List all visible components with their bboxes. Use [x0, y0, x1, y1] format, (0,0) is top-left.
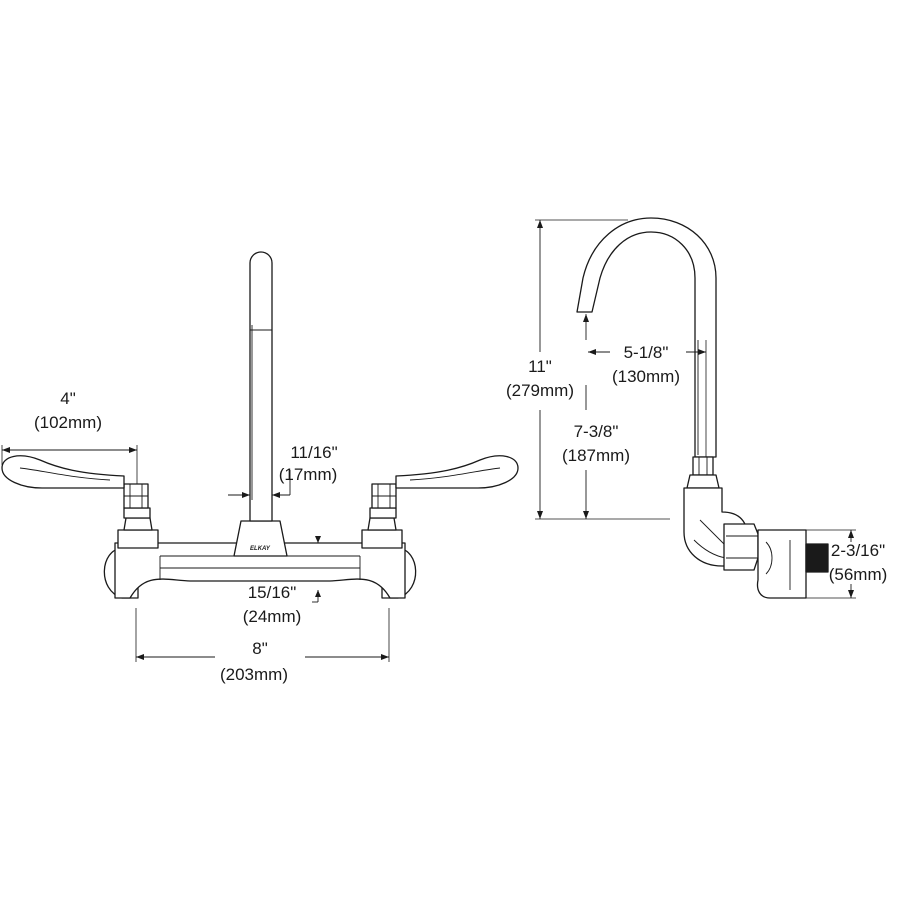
threaded-shank: [805, 543, 829, 573]
front-spout: [249, 251, 273, 522]
dim-handle-length-imperial: 4": [60, 389, 76, 408]
dim-spout-diameter-imperial: 11/16": [290, 443, 337, 462]
left-wrist-handle: [1, 455, 125, 489]
dim-spout-reach-imperial: 5-1/8": [624, 343, 669, 362]
right-wrist-handle: [395, 455, 519, 489]
hex-nut: [723, 523, 759, 571]
dim-handle-length-metric: (102mm): [34, 413, 102, 432]
dim-mount-height-imperial: 2-3/16": [831, 541, 885, 560]
wall-mount-body: [756, 529, 807, 599]
side-spout: [576, 217, 717, 458]
dim-spout-reach: 5-1/8" (130mm): [588, 340, 707, 457]
front-view: ELKAY: [1, 251, 519, 684]
dim-body-height-imperial: 15/16": [248, 583, 297, 602]
dim-spout-clearance: 7-3/8" (187mm): [562, 314, 630, 519]
dim-spout-diameter: 11/16" (17mm): [228, 443, 338, 498]
dim-centers-imperial: 8": [252, 639, 268, 658]
dim-spout-reach-metric: (130mm): [612, 367, 680, 386]
dim-spout-height-imperial: 11": [528, 357, 552, 376]
dim-mount-height: 2-3/16" (56mm): [772, 529, 888, 599]
dim-centers-metric: (203mm): [220, 665, 288, 684]
side-view: 11" (279mm) 5-1/8" (130mm) 7-3/8" (187mm…: [506, 217, 888, 599]
dim-spout-height-metric: (279mm): [506, 381, 574, 400]
brand-logo: ELKAY: [250, 546, 271, 552]
dim-handle-length: 4" (102mm): [1, 389, 138, 484]
dim-spout-clearance-imperial: 7-3/8": [574, 422, 619, 441]
dim-centers: 8" (203mm): [135, 608, 390, 684]
dim-body-height: 15/16" (24mm): [243, 536, 321, 626]
spout-base: ELKAY: [233, 520, 288, 557]
dim-mount-height-metric: (56mm): [829, 565, 888, 584]
dim-spout-height: 11" (279mm): [506, 219, 670, 520]
right-valve: [361, 483, 403, 549]
left-valve: [117, 483, 159, 549]
dim-spout-diameter-metric: (17mm): [279, 465, 338, 484]
dim-spout-clearance-metric: (187mm): [562, 446, 630, 465]
dim-body-height-metric: (24mm): [243, 607, 302, 626]
